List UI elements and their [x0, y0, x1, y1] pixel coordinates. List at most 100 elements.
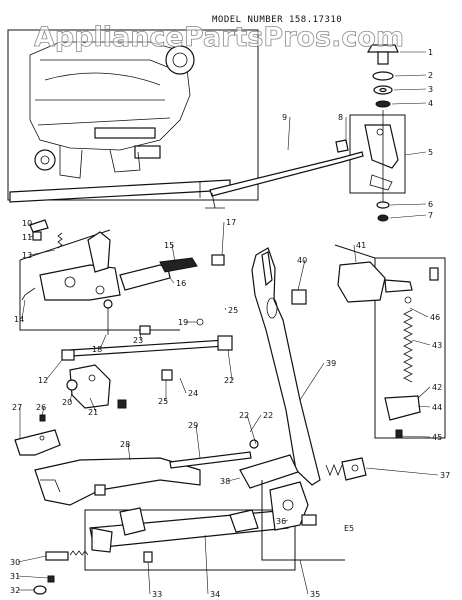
part-number-label: 41 [356, 241, 366, 250]
model-number: MODEL NUMBER 158.17310 [212, 15, 342, 25]
tension-assembly [349, 44, 406, 222]
part-number-label: 4 [428, 99, 433, 108]
leader-line [169, 277, 175, 284]
leader-line [17, 555, 47, 563]
right-bracket-41 [334, 244, 446, 439]
leader-line [297, 259, 306, 291]
part-number-label: 1 [428, 48, 433, 57]
leader-line [29, 249, 56, 256]
part-number-label: 11 [22, 233, 32, 242]
leader-line [224, 307, 227, 311]
part-number-label: 40 [297, 256, 307, 265]
part-number-label: 25 [228, 306, 238, 315]
leader-line [41, 406, 45, 417]
part-number-label: 22 [224, 376, 234, 385]
part-number-label: 37 [440, 471, 450, 480]
upper-left-assembly [19, 219, 225, 335]
leader-line [353, 244, 357, 263]
part-number-label: 34 [210, 590, 220, 599]
leader-line [417, 386, 431, 399]
part-number-label: 5 [428, 148, 433, 157]
clamp-27 [14, 414, 61, 456]
rod-29 [169, 439, 259, 469]
part-number-label: 18 [92, 345, 102, 354]
leader-line [69, 391, 73, 403]
leader-line [45, 359, 63, 381]
leader-line [89, 397, 97, 413]
lower-shaft-group [61, 325, 233, 409]
part-number-label: 7 [428, 211, 433, 220]
leader-line [99, 334, 107, 350]
part-number-label: 30 [10, 558, 20, 567]
lift-rod [205, 139, 364, 209]
part-number-label: 20 [62, 398, 72, 407]
leader-line [179, 377, 187, 394]
part-number-label: 36 [276, 517, 286, 526]
part-number-label: 8 [338, 113, 343, 122]
part-number-label: 25 [158, 397, 168, 406]
part-number-label: 39 [326, 359, 336, 368]
lower-box-35 [261, 480, 345, 561]
leader-line [21, 299, 26, 320]
leader-line [389, 203, 427, 206]
part-number-label: 33 [152, 590, 162, 599]
feed-bar-28 [34, 457, 201, 506]
leader-line [227, 349, 233, 381]
leader-line [17, 575, 49, 579]
section-code: E5 [344, 524, 354, 533]
leader-line [391, 102, 427, 105]
leader-line [394, 74, 427, 77]
leader-line [393, 88, 427, 91]
part-number-label: 29 [188, 421, 198, 430]
part-number-label: 44 [432, 403, 442, 412]
machine-frame-inset [7, 29, 259, 203]
part-number-label: 45 [432, 433, 442, 442]
part-number-label: 38 [220, 477, 230, 486]
leader-line [287, 116, 291, 151]
part-number-label: 21 [88, 408, 98, 417]
part-number-label: 19 [178, 318, 188, 327]
part-number-label: 26 [36, 403, 46, 412]
watermark-text: AppliancePartsPros.com [34, 22, 404, 53]
part-number-label: 15 [164, 241, 174, 250]
leader-line [195, 424, 201, 459]
leader-line [204, 534, 209, 595]
part-number-label: 42 [432, 383, 442, 392]
leader-line [411, 339, 431, 346]
leader-line [171, 244, 176, 263]
leader-line [299, 362, 325, 401]
part-number-label: 28 [120, 440, 130, 449]
leader-line [29, 235, 34, 238]
leader-line [221, 221, 225, 256]
part-number-label: 35 [310, 590, 320, 599]
leader-line [127, 443, 131, 461]
leader-line [409, 307, 429, 318]
part-number-label: 23 [133, 336, 143, 345]
leader-line [299, 559, 309, 595]
eccentric-37-38 [239, 454, 367, 489]
part-number-label: 3 [428, 85, 433, 94]
part-number-label: 17 [226, 218, 236, 227]
leader-line [139, 329, 142, 341]
part-number-label: 32 [10, 586, 20, 595]
part-number-label: 46 [430, 313, 440, 322]
leader-line [399, 435, 431, 438]
feed-shaft-34 [33, 507, 296, 595]
part-number-label: 16 [176, 279, 186, 288]
part-number-label: 22 [239, 411, 249, 420]
part-number-label: 13 [22, 251, 32, 260]
leader-line [404, 151, 427, 156]
leader-line [417, 405, 431, 408]
part-number-label: 10 [22, 219, 32, 228]
part-number-label: 27 [12, 403, 22, 412]
leader-line [389, 214, 427, 219]
part-number-label: 14 [14, 315, 24, 324]
leader-line [283, 519, 289, 522]
part-number-label: 6 [428, 200, 433, 209]
part-number-label: 2 [428, 71, 433, 80]
part-number-label: 31 [10, 572, 20, 581]
leader-line [249, 414, 262, 433]
part-number-label: 22 [263, 411, 273, 420]
part-number-label: 43 [432, 341, 442, 350]
